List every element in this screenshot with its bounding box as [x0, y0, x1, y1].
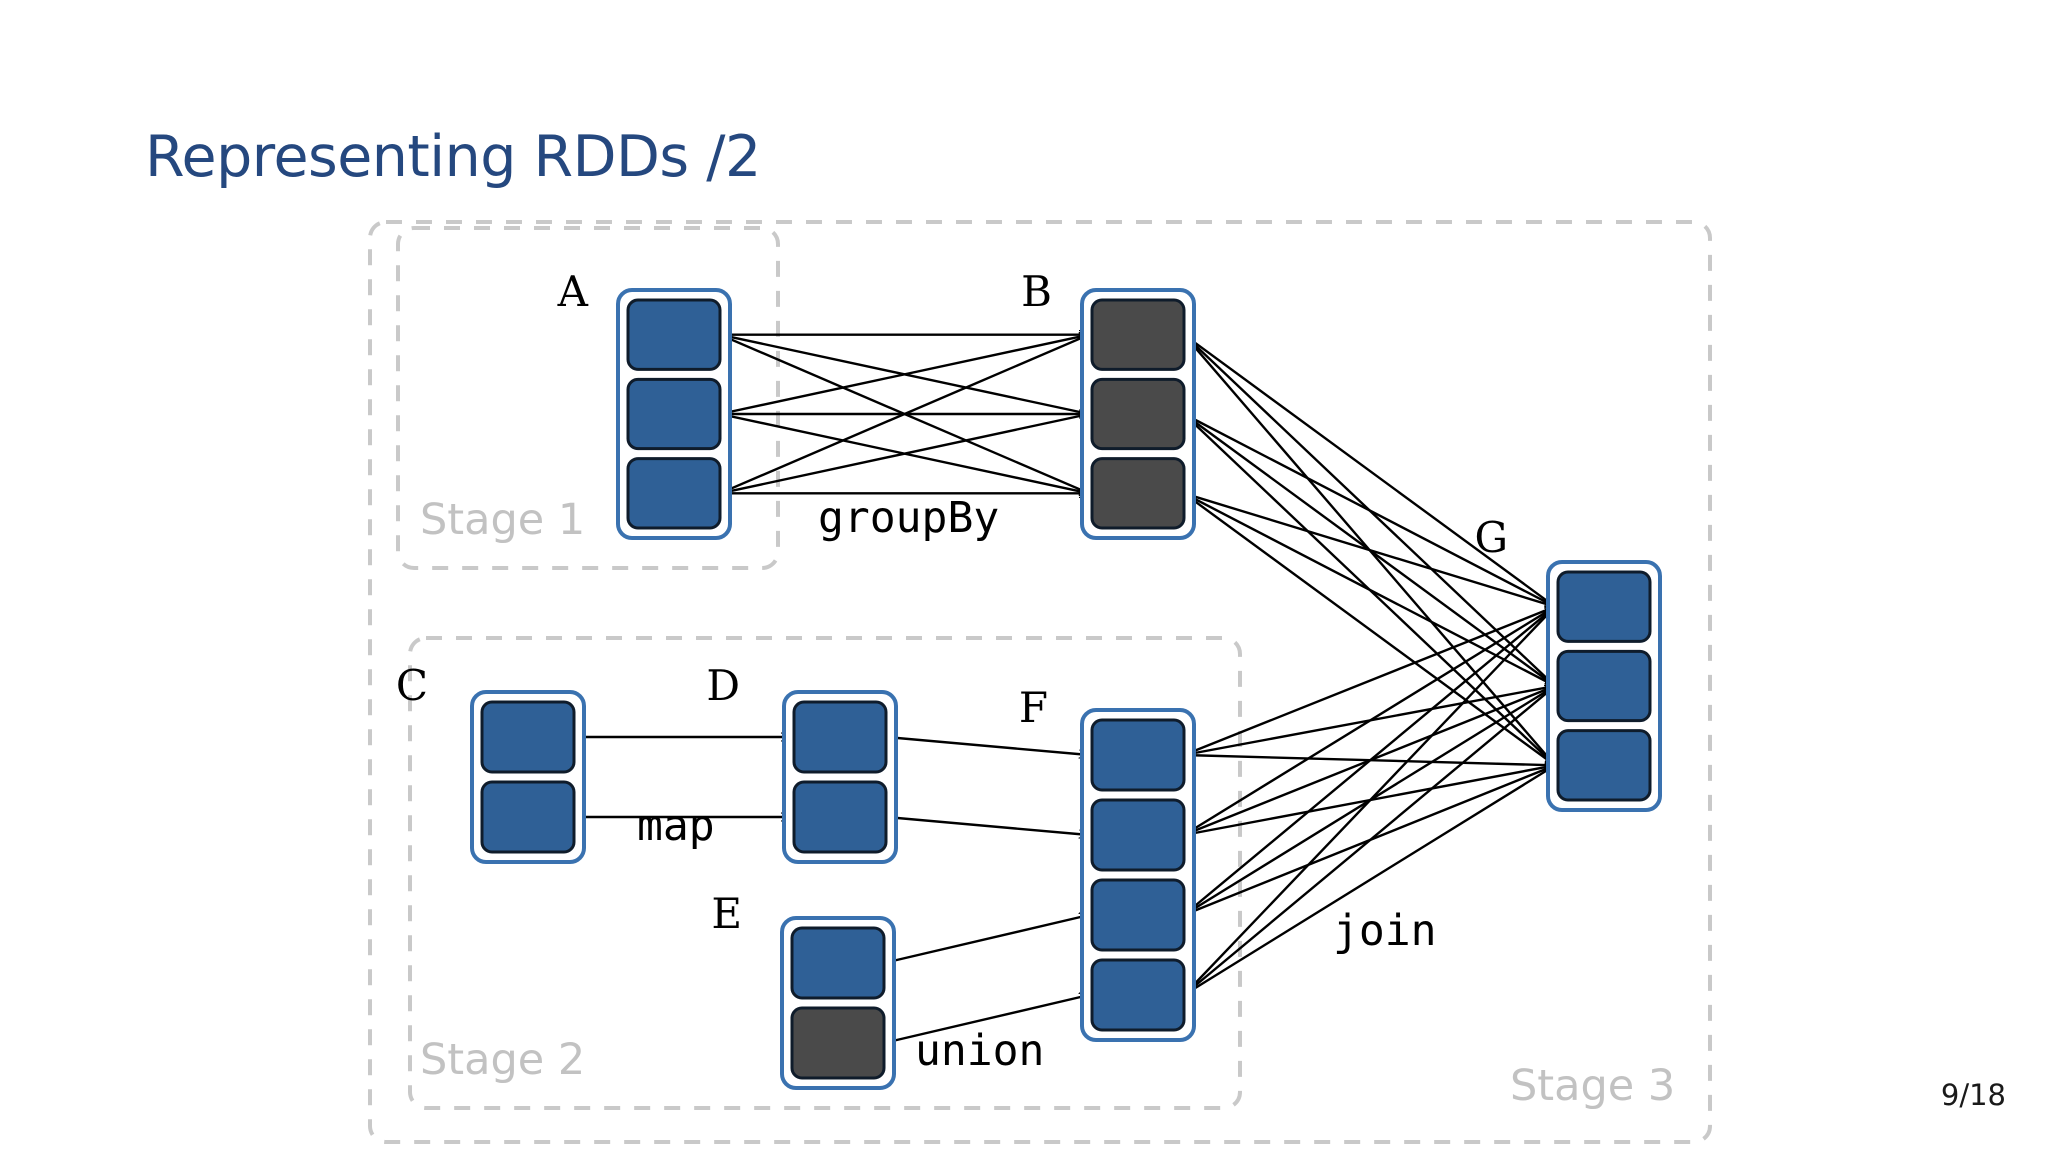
edge-B1-to-G0	[1183, 412, 1555, 608]
stage-label-stage2: Stage 2	[420, 1035, 585, 1085]
stage-boundary-stage1	[396, 226, 780, 570]
stage-boundary-stage2	[408, 636, 1242, 1110]
operation-label-join: join	[1333, 906, 1437, 956]
operation-label-group: groupBy map union join	[637, 493, 1437, 1076]
rdd-node-F[interactable]: F	[1019, 683, 1196, 1042]
edge-D0-to-F0	[885, 735, 1089, 755]
partition-E-1[interactable]	[790, 1006, 886, 1080]
edge-A1-to-B0	[719, 335, 1089, 416]
edge-F0-to-G0	[1183, 607, 1555, 757]
rdd-label-G: G	[1474, 513, 1508, 562]
edge-B2-to-G1	[1183, 492, 1555, 688]
edge-F3-to-G0	[1183, 607, 1555, 996]
partition-D-0[interactable]	[792, 700, 888, 774]
edge-B2-to-G2	[1183, 492, 1555, 765]
stage-label-stage3: Stage 3	[1510, 1061, 1675, 1111]
edge-E0-to-F2	[883, 915, 1089, 965]
rdd-label-B: B	[1021, 267, 1052, 316]
rdd-node-G[interactable]: G	[1474, 513, 1662, 812]
partition-B-2[interactable]	[1090, 457, 1186, 530]
partition-E-0[interactable]	[790, 926, 886, 1000]
operation-label-union: union	[915, 1026, 1044, 1076]
partition-B-0[interactable]	[1090, 298, 1186, 371]
edge-E1-to-F3	[883, 995, 1089, 1045]
rdd-label-C: C	[396, 661, 428, 710]
rdd-node-E[interactable]: E	[711, 889, 896, 1090]
stage-label-stage1: Stage 1	[420, 495, 585, 545]
edge-A2-to-B1	[719, 414, 1089, 495]
rdd-node-D[interactable]: D	[706, 661, 898, 864]
edge-B0-to-G0	[1183, 333, 1555, 607]
partition-F-1[interactable]	[1090, 798, 1186, 872]
edge-D1-to-F1	[885, 815, 1089, 835]
partition-G-1[interactable]	[1556, 649, 1652, 723]
edge-F3-to-G2	[1183, 765, 1555, 997]
operation-label-groupBy: groupBy	[818, 493, 999, 543]
rdd-label-A: A	[557, 267, 589, 316]
page-number: 9/18	[1940, 1078, 2006, 1112]
rdd-container-F	[1080, 708, 1196, 1042]
partition-B-1[interactable]	[1090, 377, 1186, 451]
rdd-label-E: E	[711, 889, 742, 938]
partition-F-2[interactable]	[1090, 878, 1186, 952]
edge-group	[574, 333, 1555, 1045]
operation-label-map: map	[637, 801, 715, 851]
partition-A-1[interactable]	[626, 377, 722, 451]
stage-boundary-stage3	[368, 220, 1712, 1144]
stage-label-group: Stage 1 Stage 2 Stage 3	[420, 495, 1675, 1111]
partition-G-0[interactable]	[1556, 570, 1652, 643]
page-title: Representing RDDs /2	[145, 124, 761, 190]
edge-F3-to-G1	[1183, 686, 1555, 996]
stage-group	[368, 220, 1712, 1144]
rdd-node-A[interactable]: A	[557, 267, 732, 540]
rdd-group: A B C D E F G	[396, 267, 1662, 1090]
partition-G-2[interactable]	[1556, 729, 1652, 802]
rdd-label-F: F	[1019, 683, 1048, 732]
rdd-label-D: D	[706, 661, 740, 710]
partition-C-1[interactable]	[480, 780, 576, 854]
partition-D-1[interactable]	[792, 780, 888, 854]
partition-C-0[interactable]	[480, 700, 576, 774]
edge-F1-to-G0	[1183, 605, 1555, 837]
partition-A-0[interactable]	[626, 298, 722, 371]
partition-F-3[interactable]	[1090, 958, 1186, 1032]
rdd-node-C[interactable]: C	[396, 661, 586, 864]
partition-A-2[interactable]	[626, 457, 722, 530]
rdd-node-B[interactable]: B	[1021, 267, 1196, 540]
edge-F2-to-G0	[1183, 607, 1555, 916]
edge-B2-to-G0	[1183, 492, 1555, 606]
partition-F-0[interactable]	[1090, 718, 1186, 792]
edge-A2-to-B0	[719, 333, 1089, 495]
